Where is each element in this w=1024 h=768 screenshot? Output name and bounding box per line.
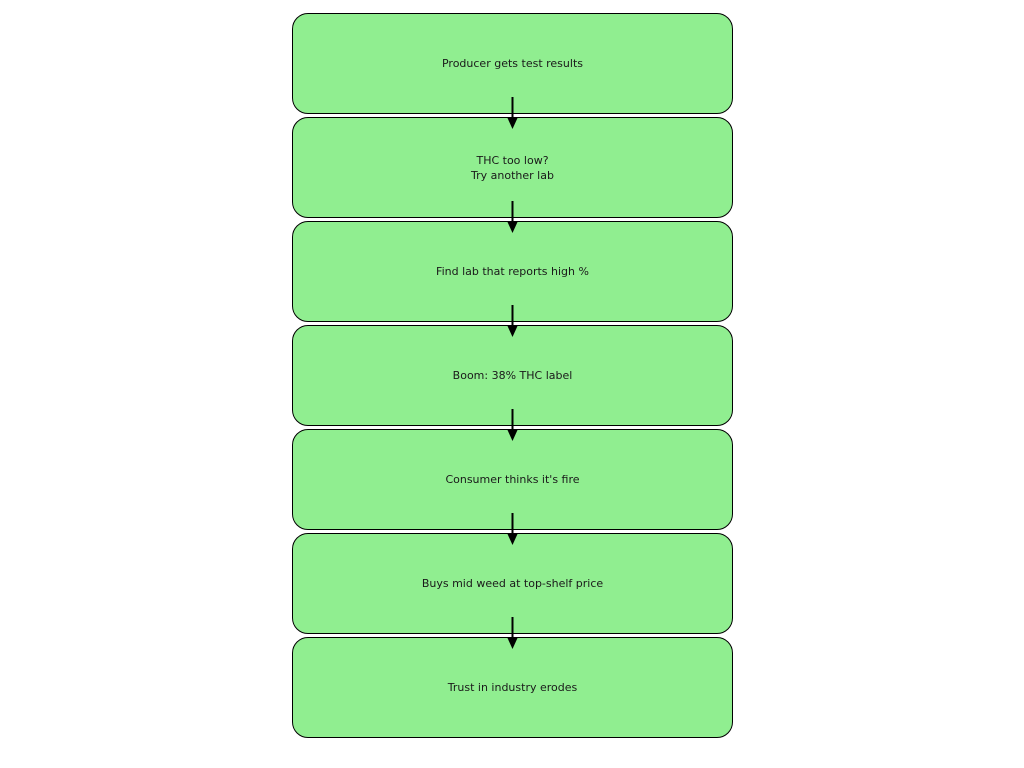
- flow-step-label: Find lab that reports high %: [436, 265, 589, 278]
- flow-step-label: Buys mid weed at top-shelf price: [421, 577, 604, 590]
- arrow-down-icon: [507, 513, 518, 545]
- flow-step-trust-in-industry-erodes: Trust in industry erodes: [292, 637, 733, 738]
- arrow-down-icon: [507, 409, 518, 441]
- flow-step-label: Producer gets test results: [441, 57, 583, 70]
- flow-step-label: Boom: 38% THC label: [452, 369, 573, 382]
- arrow-down-icon: [507, 97, 518, 129]
- arrow-down-icon: [507, 201, 518, 233]
- arrow-down-icon: [507, 305, 518, 337]
- flow-step-label: THC too low? Try another lab: [471, 153, 554, 182]
- flow-step-label: Trust in industry erodes: [447, 681, 578, 694]
- arrow-down-icon: [507, 617, 518, 649]
- flow-step-label: Consumer thinks it's fire: [445, 473, 580, 486]
